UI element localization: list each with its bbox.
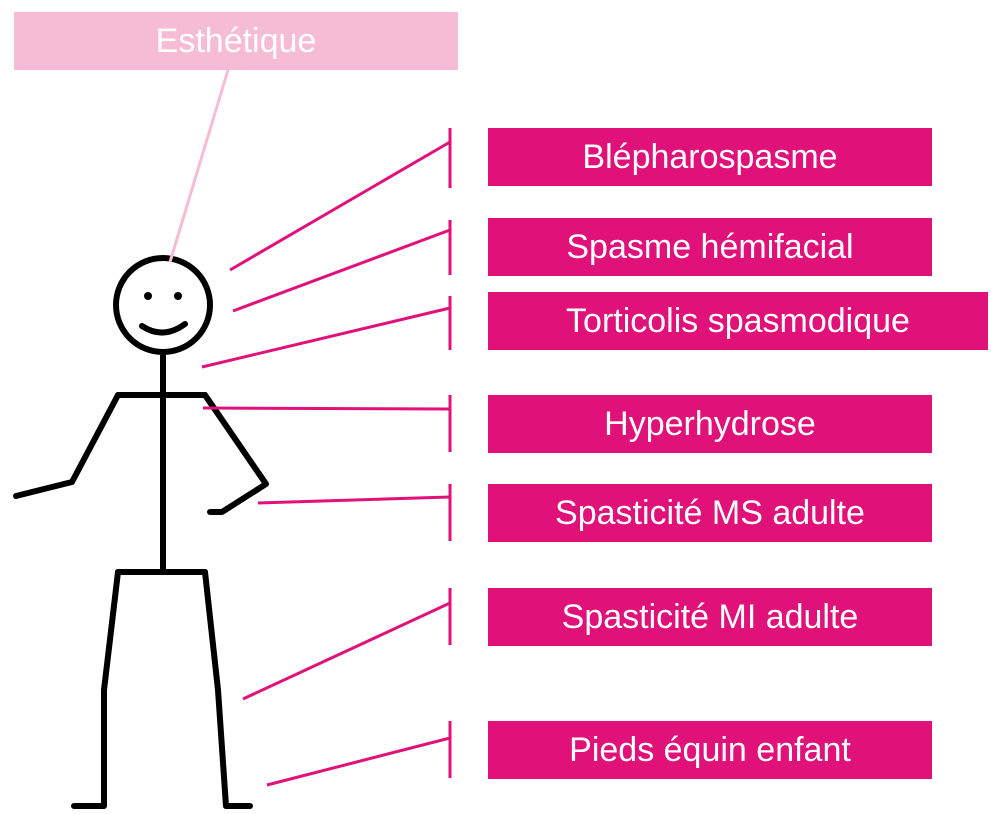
indication-label-hemifacial-spasm: Spasme hémifacial (488, 218, 932, 276)
connector-3 (202, 308, 450, 367)
indication-label-lower-limb-spasticity: Spasticité MI adulte (488, 588, 932, 646)
figure-right-arm (205, 395, 266, 512)
indication-label-text: Pieds équin enfant (569, 731, 851, 770)
indication-label-torticollis: Torticolis spasmodique (488, 292, 988, 350)
connector-4 (203, 408, 450, 409)
figure-left-leg (74, 572, 118, 806)
figure-left-arm (16, 395, 118, 496)
indication-label-hyperhidrosis: Hyperhydrose (488, 395, 932, 453)
connector-1 (230, 142, 450, 270)
indication-label-pediatric-equinus: Pieds équin enfant (488, 721, 932, 779)
figure-smile (142, 324, 185, 333)
figure-left-eye (144, 292, 152, 300)
connector-5 (258, 497, 450, 503)
connector-7 (267, 738, 450, 785)
stick-figure (16, 258, 266, 806)
connectors (202, 128, 450, 785)
indication-label-text: Spasticité MI adulte (562, 598, 859, 637)
aesthetic-label-text: Esthétique (156, 22, 317, 61)
indication-label-text: Spasme hémifacial (566, 228, 853, 267)
connector-6 (243, 603, 450, 699)
figure-head (116, 258, 210, 352)
indication-label-blepharospasm: Blépharospasme (488, 128, 932, 186)
indication-label-text: Torticolis spasmodique (566, 302, 910, 341)
indication-label-text: Hyperhydrose (604, 405, 816, 444)
connector-aesthetic (170, 70, 228, 262)
indication-label-text: Spasticité MS adulte (555, 494, 865, 533)
connector-2 (233, 230, 450, 311)
indication-label-upper-limb-spasticity: Spasticité MS adulte (488, 484, 932, 542)
figure-right-leg (205, 572, 250, 806)
figure-right-eye (174, 292, 182, 300)
indication-label-text: Blépharospasme (582, 138, 837, 177)
aesthetic-label: Esthétique (14, 12, 458, 70)
